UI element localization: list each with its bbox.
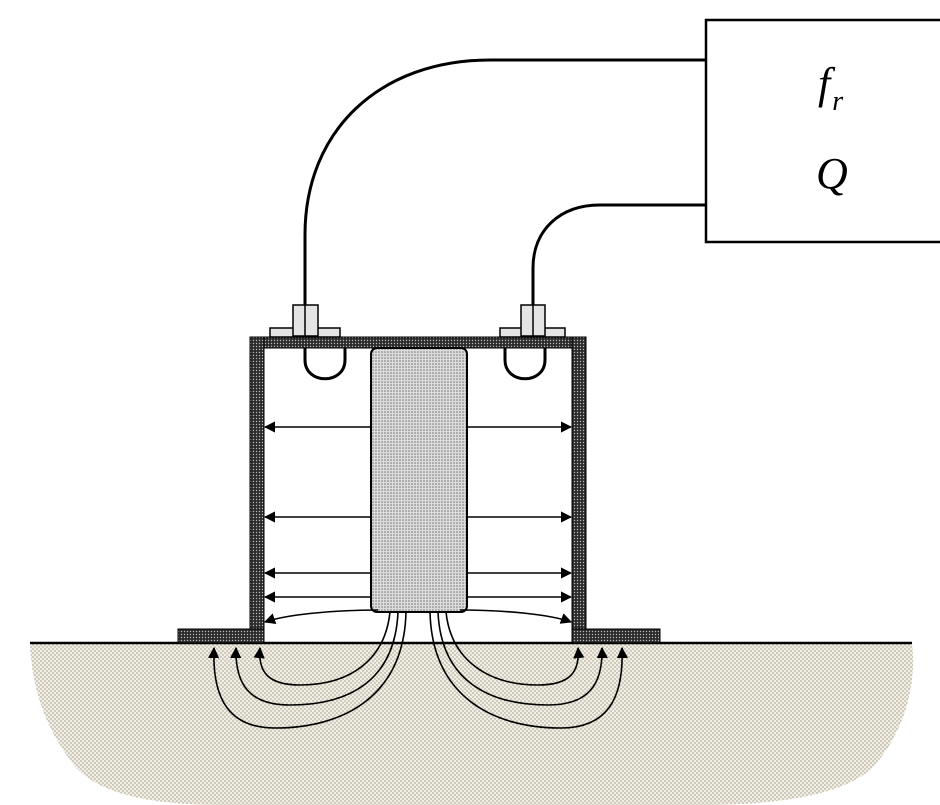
housing-right-wall [571,336,587,644]
flange-right [571,628,661,644]
housing-top-plate [249,336,587,349]
center-rod [370,347,468,613]
instrument-box [704,18,940,244]
cable-left [303,58,706,305]
radial-field-lines [263,421,573,624]
flange-left [177,628,265,644]
fringe-field-lines [208,611,628,729]
housing-left-wall [249,336,265,644]
connector-left [269,304,341,338]
quality-factor-label: Q [816,149,848,198]
connector-right [499,304,566,338]
cable-right [531,203,706,305]
coupling-loop-left [303,348,347,381]
coupling-loop-right [503,348,547,381]
ground-region [30,643,914,805]
